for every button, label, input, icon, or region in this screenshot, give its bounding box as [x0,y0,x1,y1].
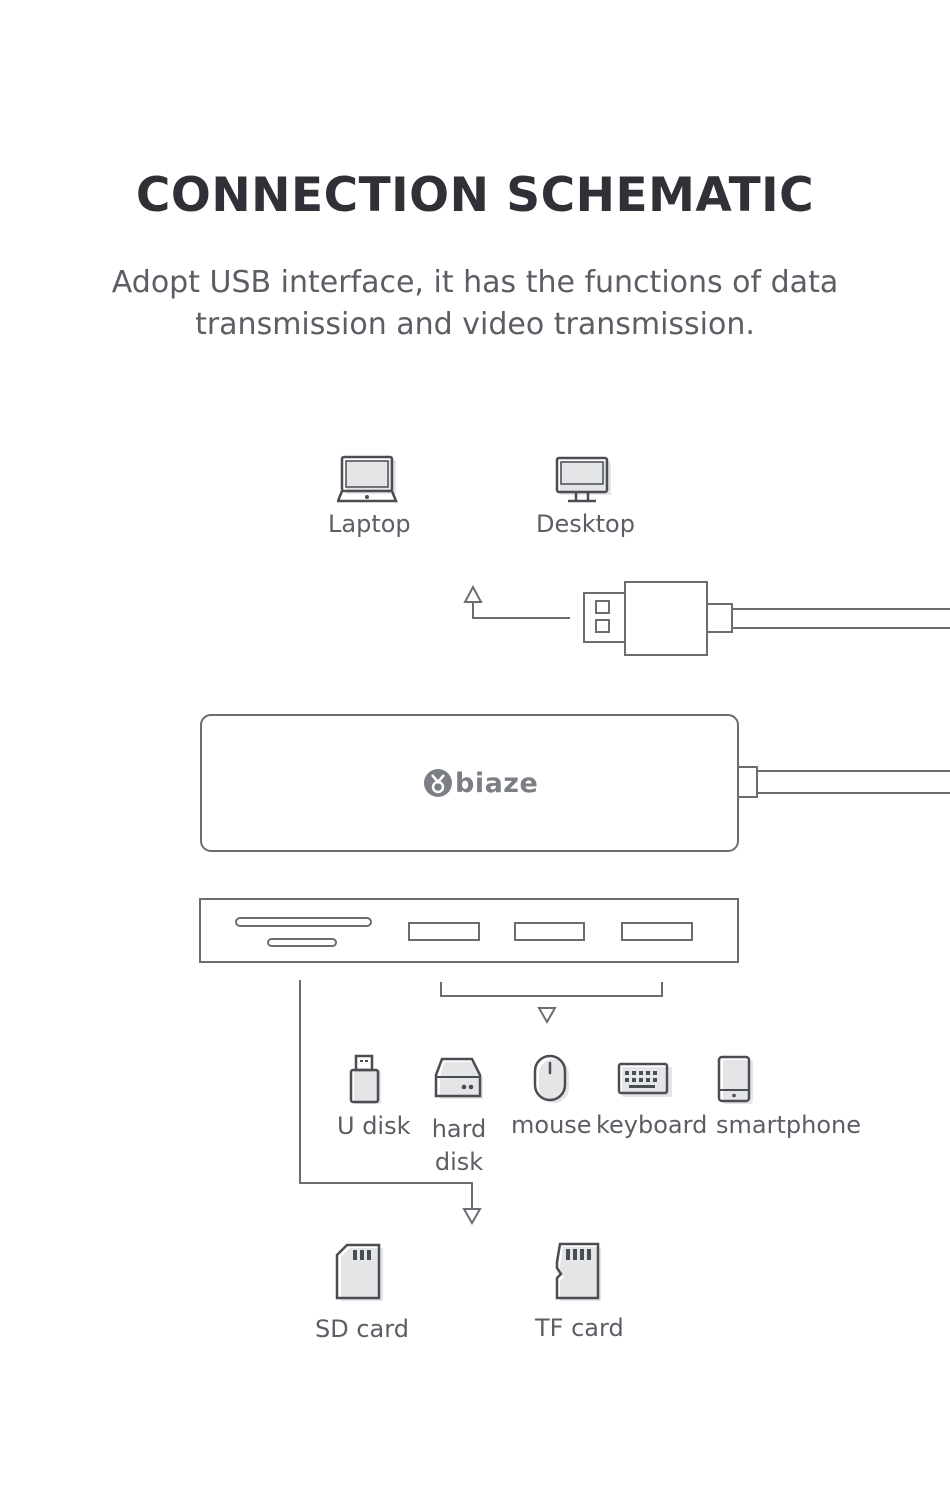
laptop-icon [337,455,398,503]
mouse-icon [533,1054,569,1103]
hard-disk-icon [434,1057,483,1099]
sd-slot [235,917,372,927]
subtitle-line-1: Adopt USB interface, it has the function… [111,265,839,300]
sd-card-label: SD card [315,1315,409,1343]
page-subtitle: Adopt USB interface, it has the function… [75,262,875,346]
hard-disk-label: hard disk [424,1113,494,1179]
usb-port-3 [621,922,693,941]
usb-plug-strain-relief [706,603,733,633]
usb-flash-drive-icon [349,1054,381,1104]
usb-plug-pin-top [595,600,610,614]
usb-bracket-arrow [537,1007,557,1025]
laptop-label: Laptop [328,510,411,538]
usb-port-bracket [440,982,663,997]
usb-plug-pin-bottom [595,619,610,633]
u-disk-label: U disk [337,1112,411,1140]
host-arrow-line [472,600,570,619]
tf-card-label: TF card [535,1314,624,1342]
smartphone-label: smartphone [716,1111,861,1139]
usb-port-1 [408,922,480,941]
hard-disk-label-line-1: hard [431,1115,487,1143]
hard-disk-label-line-2: disk [434,1148,484,1176]
host-arrow-head [463,584,483,603]
brand-name: biaze [455,767,539,799]
biaze-logo-icon [424,769,452,797]
usb-plug-body [624,581,708,656]
hub-cable-joint [737,766,758,798]
card-reader-line [299,980,473,1208]
mouse-label: mouse [511,1111,592,1139]
desktop-monitor-icon [555,456,611,503]
usb-plug-cable [731,608,950,629]
desktop-label: Desktop [536,510,635,538]
hub-brand: biaze [423,765,538,801]
smartphone-icon [717,1055,753,1104]
keyboard-label: keyboard [596,1111,708,1139]
hub-cable [757,770,950,794]
keyboard-icon [617,1062,672,1097]
page-title: CONNECTION SCHEMATIC [135,168,815,223]
tf-card-icon [555,1242,601,1301]
tf-slot [267,938,337,947]
sd-card-icon [335,1243,383,1301]
hub-port-panel [199,898,739,963]
usb-port-2 [514,922,585,941]
card-arrow [462,1208,482,1226]
subtitle-line-2: transmission and video transmission. [195,307,755,342]
